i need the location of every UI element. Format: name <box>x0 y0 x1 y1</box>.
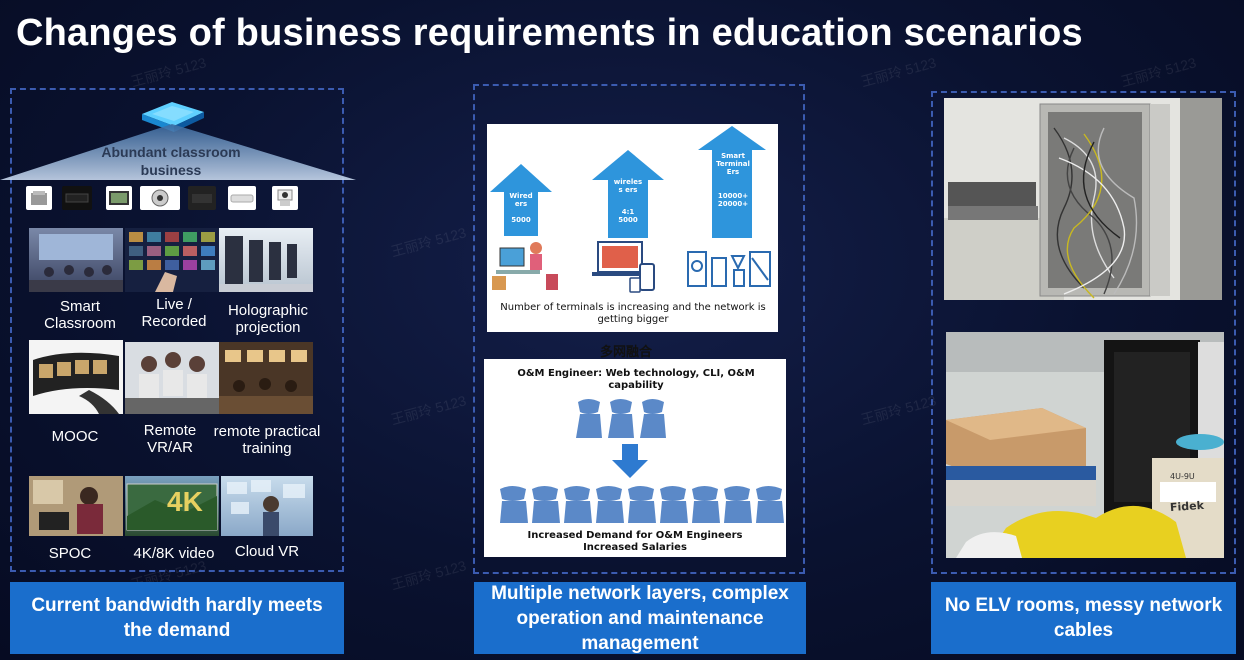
right-caption: No ELV rooms, messy network cables <box>931 582 1236 654</box>
live-recorded-image <box>125 228 219 292</box>
tile-label-cloud-vr: Cloud VR <box>234 543 300 560</box>
device-box-icon <box>26 186 52 210</box>
arrow-wired-text: Wired ers 5000 <box>502 192 540 224</box>
video-4k-label: 4K <box>167 486 203 517</box>
mooc-image <box>29 340 123 414</box>
tile-label-mooc: MOOC <box>51 428 99 445</box>
arrow-text-line: 5000 <box>618 216 638 224</box>
tile-label-holographic: Holographic projection <box>227 302 309 336</box>
arrow-text-line: Smart <box>721 152 745 160</box>
arrow-text-line: Terminal <box>716 160 750 168</box>
arrow-text-line: 10000+ <box>717 192 749 200</box>
watermark: 王丽玲 5123 <box>1119 54 1198 90</box>
remote-practical-training-image <box>219 342 313 414</box>
video-4k-image: 4K <box>125 476 219 536</box>
arrow-text-line: s ers <box>618 186 638 194</box>
om-demand-caption: Increased Demand for O&M Engineers Incre… <box>500 530 770 554</box>
device-camera-icon <box>140 186 180 210</box>
remote-vr-ar-image <box>125 342 219 414</box>
holographic-projection-image <box>219 228 313 292</box>
watermark: 王丽玲 5123 <box>859 392 938 428</box>
watermark: 王丽玲 5123 <box>389 224 468 260</box>
om-demand-caption-line1: Increased Demand for O&M Engineers <box>527 530 743 541</box>
arrow-text-line: Ers <box>726 168 740 176</box>
wireless-devices-illustration <box>592 241 655 293</box>
multi-network-label: 多网融合 <box>600 345 653 360</box>
om-engineer-title: O&M Engineer: Web technology, CLI, O&M c… <box>517 368 755 391</box>
om-demand-caption-line2: Increased Salaries <box>583 542 687 553</box>
wired-office-illustration <box>492 242 558 290</box>
smart-terminal-illustration <box>687 251 771 287</box>
tile-label-remote-vr-ar: Remote VR/AR <box>143 422 197 456</box>
watermark: 王丽玲 5123 <box>389 557 468 593</box>
arrow-text-line: 4:1 <box>621 208 635 216</box>
arrow-text-line: Wired <box>509 192 533 200</box>
tile-label-live-recorded: Live / Recorded <box>141 296 207 330</box>
watermark: 王丽玲 5123 <box>859 54 938 90</box>
middle-panel <box>473 84 805 574</box>
arrow-text-line: 20000+ <box>717 200 749 208</box>
box-brand-label: Fidek <box>1169 498 1205 515</box>
cloud-vr-image <box>221 476 313 536</box>
om-engineers-group-small <box>576 399 666 438</box>
page-title: Changes of business requirements in educ… <box>16 12 1083 54</box>
box-model-label: 4U-9U <box>1170 472 1195 481</box>
arrow-smart-terminal-text: Smart Terminal Ers 10000+ 20000+ <box>712 152 754 208</box>
middle-caption: Multiple network layers, complex operati… <box>474 582 806 654</box>
arrow-text-line: wireles <box>613 178 643 186</box>
arrow-wireless-text: wireles s ers 4:1 5000 <box>608 178 648 224</box>
abundant-classroom-header: Abundant classroom business <box>101 144 241 178</box>
device-projector-icon <box>188 186 216 210</box>
watermark: 王丽玲 5123 <box>129 54 208 90</box>
messy-room-photo: Fidek 4U-9U <box>946 332 1224 558</box>
device-screen-icon <box>106 186 132 210</box>
spoc-image <box>29 476 123 536</box>
terminals-card-caption: Number of terminals is increasing and th… <box>500 302 766 325</box>
tile-label-smart-classroom: Smart Classroom <box>44 298 116 332</box>
down-arrow-icon <box>612 444 648 478</box>
light-beam <box>0 124 356 180</box>
device-router-icon <box>228 186 256 210</box>
arrow-text-line: 5000 <box>511 216 531 224</box>
tile-label-remote-practical-training: remote practical training <box>213 423 321 457</box>
device-ptz-camera-icon <box>272 186 298 210</box>
tile-label-4k-8k-video: 4K/8K video <box>133 545 215 562</box>
arrow-up-wireless <box>592 150 664 238</box>
right-panel <box>931 91 1236 574</box>
tile-label-spoc: SPOC <box>48 545 92 562</box>
smart-classroom-image <box>29 228 123 292</box>
arrow-up-smart-terminal <box>698 126 766 238</box>
om-engineers-group-large <box>500 486 784 523</box>
left-caption: Current bandwidth hardly meets the deman… <box>10 582 344 654</box>
arrow-text-line: ers <box>514 200 528 208</box>
left-panel <box>10 88 344 572</box>
messy-rack-photo <box>944 98 1222 300</box>
arrow-up-wired <box>490 164 552 236</box>
watermark: 王丽玲 5123 <box>389 392 468 428</box>
device-terminal-icon <box>62 186 92 210</box>
